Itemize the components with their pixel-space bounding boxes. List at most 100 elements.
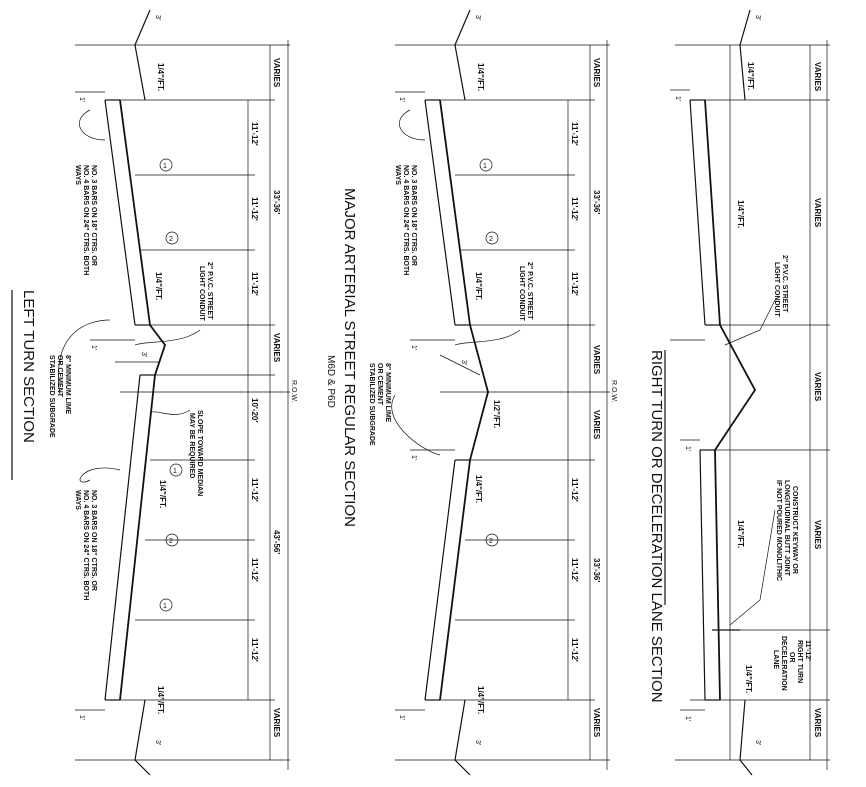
dim-label: VARIES xyxy=(813,708,822,738)
conduit-note: 2" P.V.C. STREET xyxy=(206,262,213,320)
corner-mark: 3' xyxy=(754,15,761,20)
curb-dim: 1' xyxy=(410,345,417,350)
corner-mark: 3' xyxy=(474,15,481,20)
keyway-leader xyxy=(729,509,776,626)
slope-label: 1/4"/FT. xyxy=(156,63,165,91)
right-turn-title: RIGHT TURN OR DECELERATION LANE SECTION xyxy=(648,350,665,703)
slope-label: 1/4"/FT. xyxy=(474,272,483,300)
curb-dim: 1' xyxy=(684,716,691,721)
callout-number: 2 xyxy=(489,236,493,243)
subgrade-note: 8" MINIMUM LIME xyxy=(384,363,391,423)
keyway-note: CONSTRUCT KEYWAY OR xyxy=(791,486,798,574)
bars-note: WAYS xyxy=(394,165,401,185)
dim-label: 11'-12' xyxy=(250,478,259,502)
callout-bubble xyxy=(485,533,499,547)
callout-number: 1 xyxy=(163,163,167,170)
bars-note: NO. 3 BARS ON 18" CTRS. OR xyxy=(90,165,97,266)
dim-label: 11'-12' xyxy=(570,122,579,146)
pavement-bottom xyxy=(699,449,706,701)
callout-bubble xyxy=(479,158,493,172)
subgrade-note: STABILIZED SUBGRADE xyxy=(48,355,55,438)
dim-label: VARIES xyxy=(592,58,601,88)
curb-dim: 1' xyxy=(410,455,417,460)
curb-dim: 1' xyxy=(398,715,405,720)
conduit-leader xyxy=(454,329,521,346)
slope-label: 1/4"/FT. xyxy=(154,272,163,300)
subgrade-note: OR CEMENT xyxy=(376,363,383,406)
right-turn-section: RIGHT TURN OR DECELERATION LANE SECTION … xyxy=(648,9,830,776)
left-turn-section: LEFT TURN SECTION R.O.W. VARIES 11'-12' … xyxy=(20,9,297,776)
bars-note: NO. 4 BARS ON 24" CTRS. BOTH xyxy=(402,165,409,275)
bars-leader xyxy=(399,109,426,141)
overall-dim: 33'-36' xyxy=(272,190,281,214)
overall-dim: 33'-36' xyxy=(592,190,601,214)
offset-dim-label: 3' xyxy=(140,352,147,357)
dim-label: 11'-12' xyxy=(570,558,579,582)
callout-bubble xyxy=(165,533,179,547)
keyway-note: IF NOT POURED MONOLITHIC xyxy=(775,480,782,581)
pavement-bottom xyxy=(689,99,706,326)
major-arterial-section: MAJOR ARTERIAL STREET REGULAR SECTION M6… xyxy=(325,9,617,776)
corner-mark: 3' xyxy=(154,15,161,20)
ground-line xyxy=(739,9,751,101)
pavement-top xyxy=(704,99,757,701)
dim-label: VARIES xyxy=(592,410,601,440)
dim-label: VARIES xyxy=(813,520,822,550)
bars-note: NO. 3 BARS ON 18" CTRS. OR xyxy=(90,490,97,591)
offset-dim-label: 3' xyxy=(460,360,467,365)
ground-line xyxy=(739,699,753,776)
dim-label: VARIES xyxy=(592,345,601,375)
ground-line xyxy=(134,9,151,101)
callout-bubble xyxy=(165,231,179,245)
pavement-bottom xyxy=(104,99,136,326)
dim-label: 11'-12' xyxy=(250,638,259,662)
callout-number: 2 xyxy=(169,236,173,243)
pavement-bottom xyxy=(424,99,456,326)
row-label: R.O.W. xyxy=(290,380,297,403)
slope-label: 1/4"/FT. xyxy=(746,62,755,90)
subgrade-note: 8" MINIMUM LIME xyxy=(64,355,71,415)
slope-label: 1/4"/FT. xyxy=(474,475,483,503)
dim-label: 10'-20' xyxy=(250,398,259,422)
bars-leader xyxy=(79,109,106,141)
ground-line xyxy=(454,9,471,101)
median-leader xyxy=(149,409,191,415)
bars-note: NO. 4 BARS ON 24" CTRS. BOTH xyxy=(82,165,89,275)
subgrade-note: STABILIZED SUBGRADE xyxy=(368,363,375,446)
lane-note: RIGHT TURN xyxy=(796,640,803,683)
lane-note: LANE xyxy=(772,650,779,669)
slope-label: 1/4"/FT. xyxy=(736,200,745,228)
subgrade-leader xyxy=(58,319,111,396)
pavement-top xyxy=(119,99,167,701)
corner-mark: 3' xyxy=(154,740,161,745)
curb-dim: 1' xyxy=(674,96,681,101)
lane-note: 11'-12' xyxy=(804,640,811,661)
slope-label: 1/4"/FT. xyxy=(156,686,165,714)
conduit-note: 2" P.V.C. STREET xyxy=(781,255,788,313)
pavement-top xyxy=(439,99,489,701)
slope-label: 1/4"/FT. xyxy=(158,480,167,508)
median-note: SLOPE TOWARD MEDIAN xyxy=(196,410,203,496)
curb-dim: 1' xyxy=(398,97,405,102)
callout-number: 2 xyxy=(489,538,493,545)
dim-label: VARIES xyxy=(272,58,281,88)
subgrade-leader xyxy=(391,394,441,456)
callout-number: 1 xyxy=(163,603,167,610)
overall-dim: 33'-36' xyxy=(592,558,601,582)
bars-note: NO. 3 BARS ON 18" CTRS. OR xyxy=(410,165,417,266)
subgrade-note: OR CEMENT xyxy=(56,355,63,398)
callout-bubble xyxy=(159,598,173,612)
callout-bubble xyxy=(169,463,183,477)
callout-bubble xyxy=(159,158,173,172)
median-note: MAY BE REQUIRED xyxy=(188,413,195,478)
slope-label: 1/4"/FT. xyxy=(744,665,753,693)
slope-label: 1/4"/FT. xyxy=(476,63,485,91)
corner-mark: 3' xyxy=(754,740,761,745)
callout-number: 2 xyxy=(169,538,173,545)
major-arterial-subtitle: M6D & P6D xyxy=(325,355,336,408)
conduit-leader xyxy=(724,299,776,346)
dim-label: 11'-12' xyxy=(570,272,579,296)
dim-label: 11'-12' xyxy=(250,197,259,221)
dim-label: VARIES xyxy=(813,372,822,402)
